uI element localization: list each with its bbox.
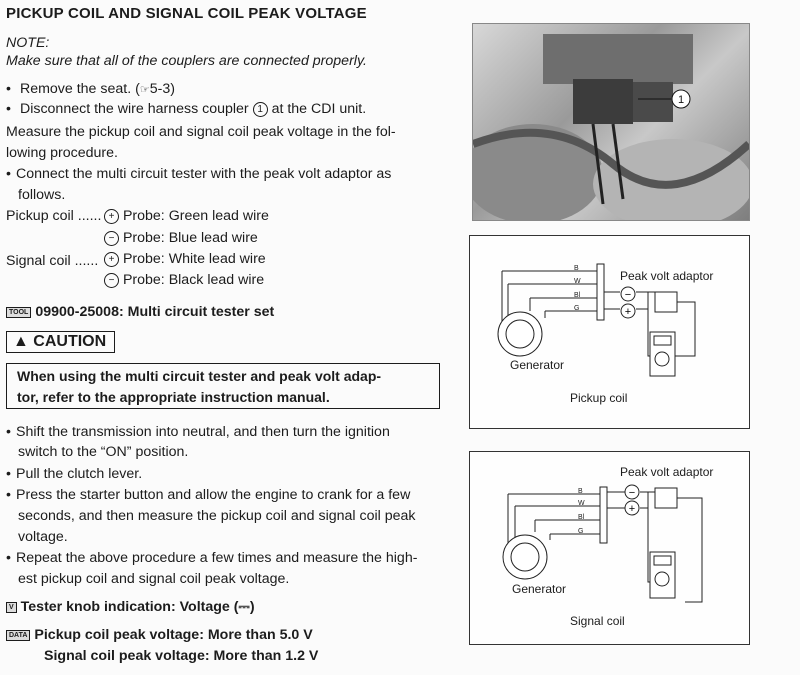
plus-icon: + <box>629 503 635 515</box>
data-line-2: Signal coil peak voltage: More than 1.2 … <box>44 648 319 664</box>
step-repeat: Repeat the above procedure a few times a… <box>6 550 417 566</box>
step-shift-2: switch to the “ON” position. <box>18 444 189 460</box>
caution-box: When using the multi circuit tester and … <box>6 363 440 409</box>
tool-text: 09900-25008: Multi circuit tester set <box>35 304 275 320</box>
plus-icon: + <box>104 252 119 267</box>
photo-illustration: 1 <box>473 34 749 220</box>
wire-label: Bl <box>578 514 585 521</box>
wire-label: W <box>578 500 585 507</box>
probe-signal-plus-text: Probe: White lead wire <box>122 251 266 267</box>
minus-icon: − <box>104 273 119 288</box>
probe-pickup-plus-text: Probe: Green lead wire <box>122 208 269 224</box>
photo-callout: 1 <box>678 94 684 106</box>
step-repeat-2: est pickup coil and signal coil peak vol… <box>18 571 290 587</box>
wire-label: G <box>574 305 579 312</box>
wire-label: B <box>578 488 583 495</box>
probe-signal-plus: + Probe: White lead wire <box>104 251 266 267</box>
caution-line-2: tor, refer to the appropriate instructio… <box>17 389 330 405</box>
cdi-unit-photo: 1 <box>472 23 750 221</box>
step-remove-seat-text: Remove the seat. ( <box>19 81 140 97</box>
pickup-coil-diagram: − + B W Bl G Peak volt adaptor Generator… <box>469 235 750 429</box>
probe-signal-minus: − Probe: Black lead wire <box>104 272 264 288</box>
minus-icon: − <box>625 289 631 301</box>
adaptor-label: Peak volt adaptor <box>620 465 713 479</box>
tester-knob-text: Tester knob indication: Voltage ( <box>20 599 239 615</box>
probe-pickup-label: Pickup coil ...... <box>6 208 102 224</box>
minus-icon: − <box>629 487 635 499</box>
connect-text: Connect the multi circuit tester with th… <box>16 166 392 182</box>
plus-icon: + <box>104 209 119 224</box>
step-press-2: seconds, and then measure the pickup coi… <box>18 508 416 524</box>
plus-icon: + <box>625 306 631 318</box>
reference-hand-icon: ☞ <box>139 84 150 96</box>
step-disconnect-text-a: Disconnect the wire harness coupler <box>19 101 249 117</box>
step-remove-seat: Remove the seat. (☞5-3) <box>6 81 175 97</box>
step-press-text: Press the starter button and allow the e… <box>16 487 411 503</box>
wire-label: G <box>578 528 583 535</box>
connect-line-2: follows. <box>18 187 66 203</box>
wire-label: B <box>574 265 579 272</box>
adaptor-label: Peak volt adaptor <box>620 269 713 283</box>
caution-text: CAUTION <box>33 333 107 350</box>
page-title: PICKUP COIL AND SIGNAL COIL PEAK VOLTAGE <box>6 5 367 22</box>
step-press-3: voltage. <box>18 529 68 545</box>
measure-line-2: lowing procedure. <box>6 145 118 161</box>
caution-line-1: When using the multi circuit tester and … <box>17 368 382 384</box>
step-shift-text: Shift the transmission into neutral, and… <box>16 424 390 440</box>
probe-pickup-minus-text: Probe: Blue lead wire <box>122 230 258 246</box>
signal-coil-diagram: − + B W Bl G Peak volt adaptor Generator… <box>469 451 750 645</box>
step-repeat-text: Repeat the above procedure a few times a… <box>16 550 418 566</box>
warning-triangle-icon: ▲ <box>13 333 29 350</box>
callout-number: 1 <box>252 102 268 117</box>
measure-line-1: Measure the pickup coil and signal coil … <box>6 124 396 140</box>
step-remove-seat-ref: 5-3) <box>149 81 175 97</box>
wire-label: W <box>574 278 581 285</box>
dc-voltage-symbol: ⎓ <box>238 599 250 615</box>
diagram-caption: Pickup coil <box>570 391 627 405</box>
tester-knob-icon: V <box>6 602 17 613</box>
data-icon: DATA <box>6 630 31 641</box>
probe-signal-label: Signal coil ...... <box>6 253 99 269</box>
wire-label: Bl <box>574 292 581 299</box>
step-clutch-text: Pull the clutch lever. <box>16 466 143 482</box>
caution-label: ▲ CAUTION <box>6 331 116 353</box>
diagram-caption: Signal coil <box>570 614 625 628</box>
step-disconnect-text-b: at the CDI unit. <box>271 101 367 117</box>
probe-signal-minus-text: Probe: Black lead wire <box>122 272 265 288</box>
step-clutch: Pull the clutch lever. <box>6 466 142 482</box>
connect-line-1: Connect the multi circuit tester with th… <box>6 166 391 182</box>
probe-pickup-minus: − Probe: Blue lead wire <box>104 230 258 246</box>
tester-knob-close: ) <box>249 599 255 615</box>
generator-label: Generator <box>510 358 564 372</box>
tool-icon: TOOL <box>6 307 32 318</box>
step-press: Press the starter button and allow the e… <box>6 487 410 503</box>
note-label: NOTE: <box>6 35 50 51</box>
probe-pickup-plus: + Probe: Green lead wire <box>104 208 269 224</box>
step-shift: Shift the transmission into neutral, and… <box>6 424 390 440</box>
generator-label: Generator <box>512 582 566 596</box>
step-disconnect: Disconnect the wire harness coupler 1 at… <box>6 101 366 117</box>
data-line-1-text: Pickup coil peak voltage: More than 5.0 … <box>34 627 313 643</box>
note-text: Make sure that all of the couplers are c… <box>6 53 367 69</box>
minus-icon: − <box>104 231 119 246</box>
